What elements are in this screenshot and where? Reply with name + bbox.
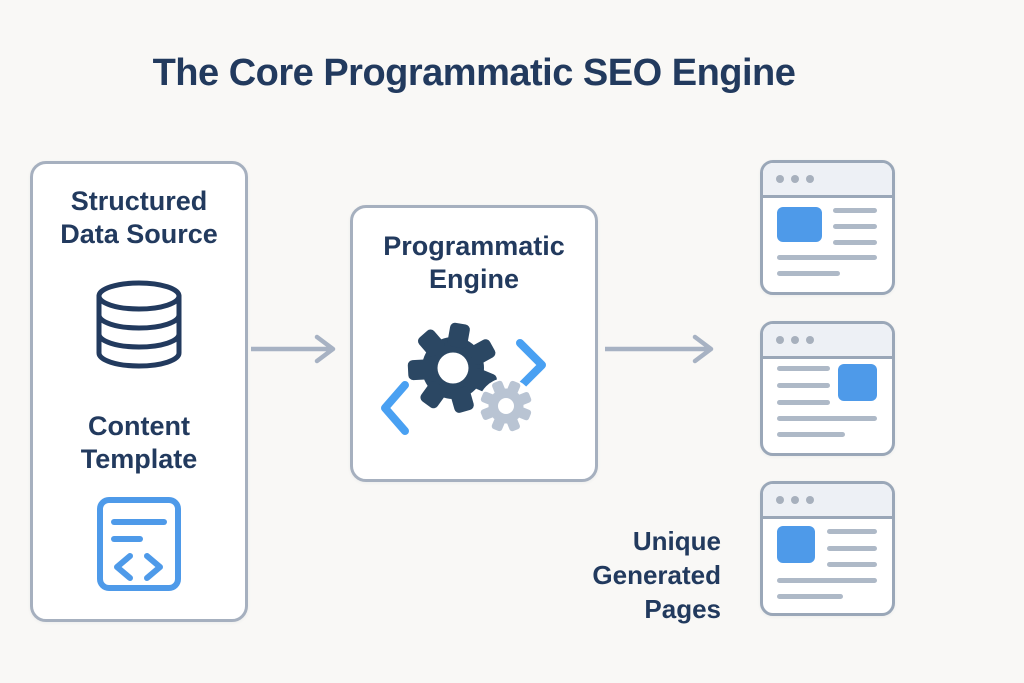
browser-window-icon	[760, 481, 895, 616]
text-line	[777, 432, 845, 437]
text-line	[777, 416, 877, 421]
window-dot-icon	[806, 496, 814, 504]
browser-window-icon	[760, 321, 895, 456]
flow-arrow-source-to-engine	[251, 334, 336, 364]
code-bracket-left	[381, 381, 409, 435]
engine-label: Programmatic Engine	[383, 231, 565, 294]
window-dot-icon	[806, 175, 814, 183]
text-line	[827, 562, 877, 567]
source-box: Structured Data Source Content Template	[30, 161, 248, 622]
text-line	[777, 271, 840, 276]
text-line	[827, 546, 877, 551]
database-icon	[96, 280, 182, 369]
text-line	[777, 578, 877, 583]
text-line	[833, 224, 877, 229]
text-line	[827, 529, 877, 534]
window-dot-icon	[776, 175, 784, 183]
text-line	[833, 240, 877, 245]
page-title: The Core Programmatic SEO Engine	[152, 52, 796, 94]
browser-window-icon	[760, 160, 895, 295]
text-line	[777, 383, 830, 388]
data-source-label: Structured Data Source	[60, 186, 218, 249]
code-template-icon	[97, 497, 181, 591]
output-pages-label: Unique Generated Pages	[592, 526, 721, 624]
window-titlebar	[763, 163, 892, 198]
window-titlebar	[763, 324, 892, 359]
window-content	[763, 359, 892, 450]
window-dot-icon	[791, 496, 799, 504]
window-dot-icon	[806, 336, 814, 344]
window-dot-icon	[791, 336, 799, 344]
content-template-label: Content Template	[80, 411, 198, 474]
thumbnail-block	[777, 207, 822, 242]
window-dot-icon	[791, 175, 799, 183]
window-dot-icon	[776, 336, 784, 344]
engine-box: Programmatic Engine	[350, 205, 598, 482]
code-bracket-right	[516, 339, 546, 391]
text-line	[777, 400, 830, 405]
text-line	[833, 208, 877, 213]
gear-small	[480, 380, 532, 432]
window-content	[763, 198, 892, 289]
gears-code-icon	[381, 322, 546, 435]
gear-large	[407, 322, 497, 413]
window-titlebar	[763, 484, 892, 519]
text-line	[777, 594, 843, 599]
flow-arrow-engine-to-pages	[605, 334, 714, 364]
thumbnail-block	[777, 526, 815, 563]
text-line	[777, 366, 830, 371]
text-line	[777, 255, 877, 260]
thumbnail-block	[838, 364, 877, 401]
window-content	[763, 519, 892, 610]
window-dot-icon	[776, 496, 784, 504]
